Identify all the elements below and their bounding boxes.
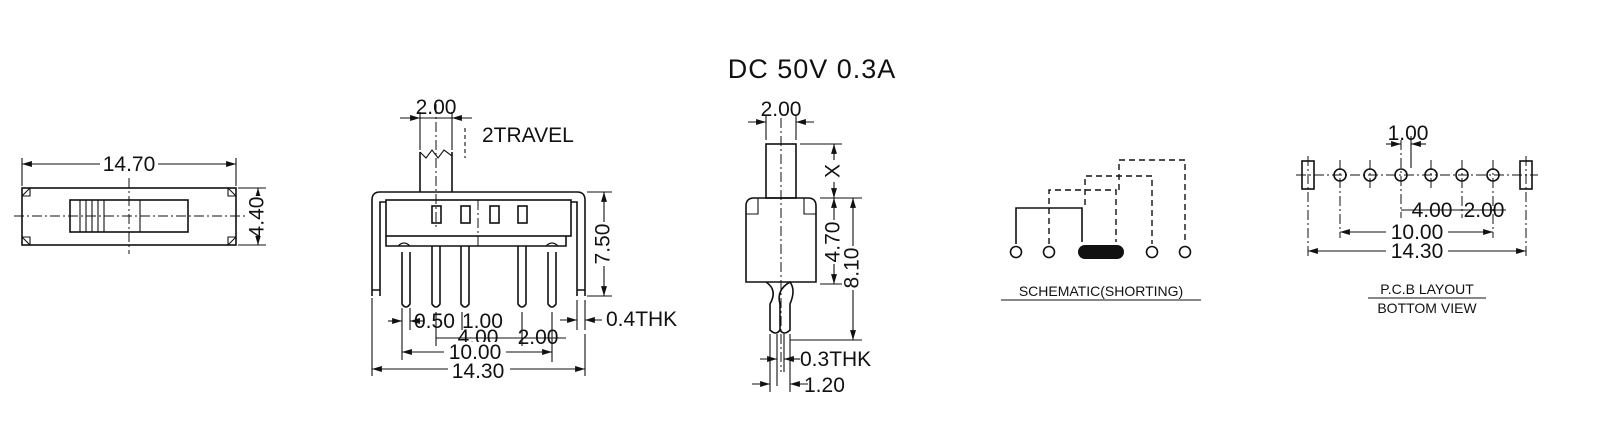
pcb-spacing-b-label: 2.00 (1464, 199, 1505, 222)
pcb-pitch-label: 1.00 (1388, 122, 1429, 145)
top-height-label: 4.40 (246, 197, 269, 238)
side-thickness-label: 0.3THK (800, 348, 871, 371)
side-body-label: 4.70 (822, 222, 845, 263)
schematic-label: SCHEMATIC(SHORTING) (1019, 283, 1183, 299)
front-thickness-label: 0.4THK (606, 308, 677, 331)
front-inner-span-label: 10.00 (449, 341, 502, 364)
pcb-inner-span-label: 10.00 (1391, 221, 1444, 244)
side-actuator-label: 2.00 (761, 98, 802, 121)
front-pitch-label: 1.00 (462, 310, 503, 333)
front-outer-span-label: 14.30 (452, 360, 505, 383)
schematic: SCHEMATIC(SHORTING) (1001, 159, 1201, 301)
front-height-label: 7.50 (592, 224, 615, 265)
front-spacing-b-label: 2.00 (518, 326, 559, 349)
pcb-outer-span-label: 14.30 (1391, 240, 1444, 263)
pcb-layout: 1.00 4.00 2.00 10.00 14.30 P.C.B LAYOUT … (1296, 122, 1538, 316)
front-view: 2.00 2TRAVEL 7.50 0.4THK 0.50 1.00 4.00 … (371, 96, 677, 383)
shorting-contact (1078, 245, 1124, 259)
pcb-spacing-a-label: 4.00 (1412, 199, 1453, 222)
rating-title: DC 50V 0.3A (728, 54, 897, 84)
side-pin-label: 1.20 (804, 374, 845, 397)
front-travel-label: 2TRAVEL (482, 124, 574, 147)
front-pin-width-label: 0.50 (414, 310, 455, 333)
side-view: 2.00 X 4.70 8.10 0.3THK 1.20 (745, 98, 871, 397)
side-total-label: 8.10 (841, 248, 864, 289)
pcb-label-1: P.C.B LAYOUT (1380, 281, 1474, 297)
front-actuator-label: 2.00 (416, 96, 457, 119)
top-width-label: 14.70 (103, 153, 156, 176)
top-view: 14.70 4.40 (14, 152, 269, 254)
side-x-label: X (822, 164, 845, 178)
pcb-label-2: BOTTOM VIEW (1377, 300, 1477, 316)
